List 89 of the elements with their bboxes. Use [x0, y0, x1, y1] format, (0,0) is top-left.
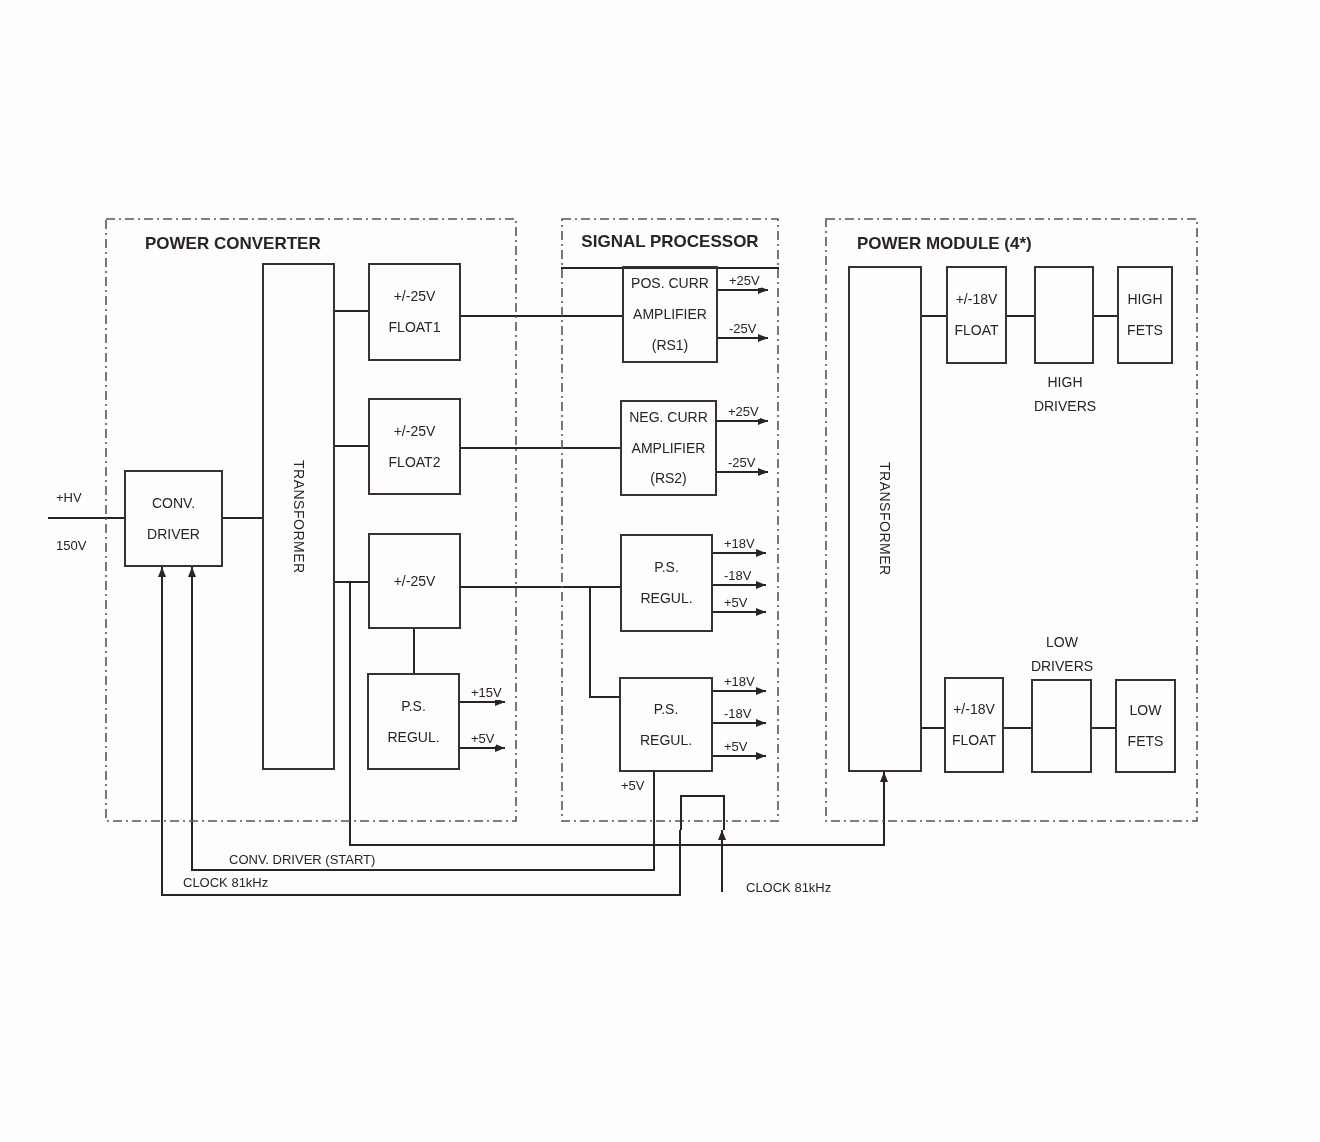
block-label: P.S. REGUL.: [638, 699, 694, 750]
voltage-label: -25V: [727, 455, 757, 470]
connector-line: [460, 586, 620, 698]
voltage-label: +18V: [723, 674, 756, 689]
voltage-label: +25V: [727, 404, 760, 419]
circuit-block: [622, 266, 718, 363]
circuit-block: [946, 266, 1007, 364]
circuit-block: [619, 677, 713, 772]
circuit-block: [368, 398, 461, 495]
signal-label: CLOCK 81kHz: [745, 880, 833, 895]
block-label: LOW FETS: [1126, 701, 1165, 751]
arrow: [712, 608, 767, 616]
block-label: HIGH FETS: [1126, 290, 1164, 340]
connector-line: [921, 315, 947, 317]
arrow: [712, 549, 767, 557]
block-label: +/-25V FLOAT1: [387, 287, 442, 337]
block-label: TRANSFORMER: [290, 459, 307, 574]
connector-line: [47, 517, 125, 519]
arrow: [158, 566, 681, 896]
arrow: [717, 334, 769, 342]
arrow: [712, 687, 767, 695]
block-label: +/-18V FLOAT: [950, 700, 998, 750]
clock-pulse-symbol: [680, 795, 725, 830]
connector-line: [413, 628, 415, 674]
circuit-block: [368, 533, 461, 629]
voltage-label: -18V: [723, 706, 753, 721]
voltage-label: +18V: [723, 536, 756, 551]
arrow: [712, 719, 767, 727]
voltage-label: -18V: [723, 568, 753, 583]
block-label: +/-18V FLOAT: [953, 290, 1000, 340]
voltage-label: +5V: [723, 739, 749, 754]
circuit-block: [1117, 266, 1173, 364]
arrow: [717, 286, 769, 294]
voltage-label: +5V: [620, 778, 646, 793]
arrow: [716, 417, 769, 425]
signal-label: CLOCK 81kHz: [182, 875, 270, 890]
driver-block: [1034, 266, 1094, 364]
voltage-label: +25V: [728, 273, 761, 288]
module-outline: [561, 218, 779, 822]
circuit-block: [124, 470, 223, 567]
block-label: +/-25V FLOAT2: [387, 421, 442, 472]
block-caption: HIGH DRIVERS: [1032, 373, 1098, 416]
block-label: P.S. REGUL.: [639, 558, 694, 608]
module-title: SIGNAL PROCESSOR: [580, 232, 760, 252]
connector-line: [460, 447, 621, 449]
arrow: [459, 698, 506, 706]
connector-line: [334, 445, 369, 447]
block-label: TRANSFORMER: [877, 462, 893, 576]
connector-line: [1006, 315, 1035, 317]
voltage-label: -25V: [728, 321, 758, 336]
circuit-block: [367, 673, 460, 770]
transformer-block: [848, 266, 922, 772]
circuit-block: [944, 677, 1004, 773]
block-label: CONV. DRIVER: [146, 493, 201, 544]
circuit-block: [620, 400, 717, 496]
transformer-block: [262, 263, 335, 770]
signal-label: CONV. DRIVER (START): [228, 852, 377, 867]
connector-line: [222, 517, 263, 519]
connector-line: [921, 727, 945, 729]
driver-block: [1031, 679, 1092, 773]
connector-line: [1003, 727, 1032, 729]
arrow: [712, 581, 767, 589]
module-title: POWER CONVERTER: [145, 234, 321, 254]
voltage-label: 150V: [55, 538, 88, 553]
module-outline: [825, 218, 1198, 822]
module-title: POWER MODULE (4*): [857, 234, 1032, 254]
circuit-block: [1115, 679, 1176, 773]
block-label: P.S. REGUL.: [386, 696, 441, 747]
block-caption: LOW DRIVERS: [1029, 633, 1095, 676]
arrow: [188, 566, 655, 871]
circuit-block: [620, 534, 713, 632]
connector-line: [460, 315, 623, 317]
arrow: [718, 829, 726, 893]
circuit-block: [368, 263, 461, 361]
connector-line: [1093, 315, 1118, 317]
voltage-label: +5V: [723, 595, 749, 610]
voltage-label: +5V: [470, 731, 496, 746]
arrow: [459, 744, 506, 752]
block-label: +/-25V: [393, 571, 436, 591]
arrow: [716, 468, 769, 476]
connector-line: [1091, 727, 1116, 729]
voltage-label: +HV: [55, 490, 83, 505]
voltage-label: +15V: [470, 685, 503, 700]
block-label: NEG. CURR AMPLIFIER (RS2): [628, 407, 709, 489]
connector-line: [334, 310, 369, 312]
block-label: POS. CURR AMPLIFIER (RS1): [630, 274, 710, 355]
arrow: [712, 752, 767, 760]
module-outline: [105, 218, 517, 822]
arrow: [334, 581, 888, 846]
